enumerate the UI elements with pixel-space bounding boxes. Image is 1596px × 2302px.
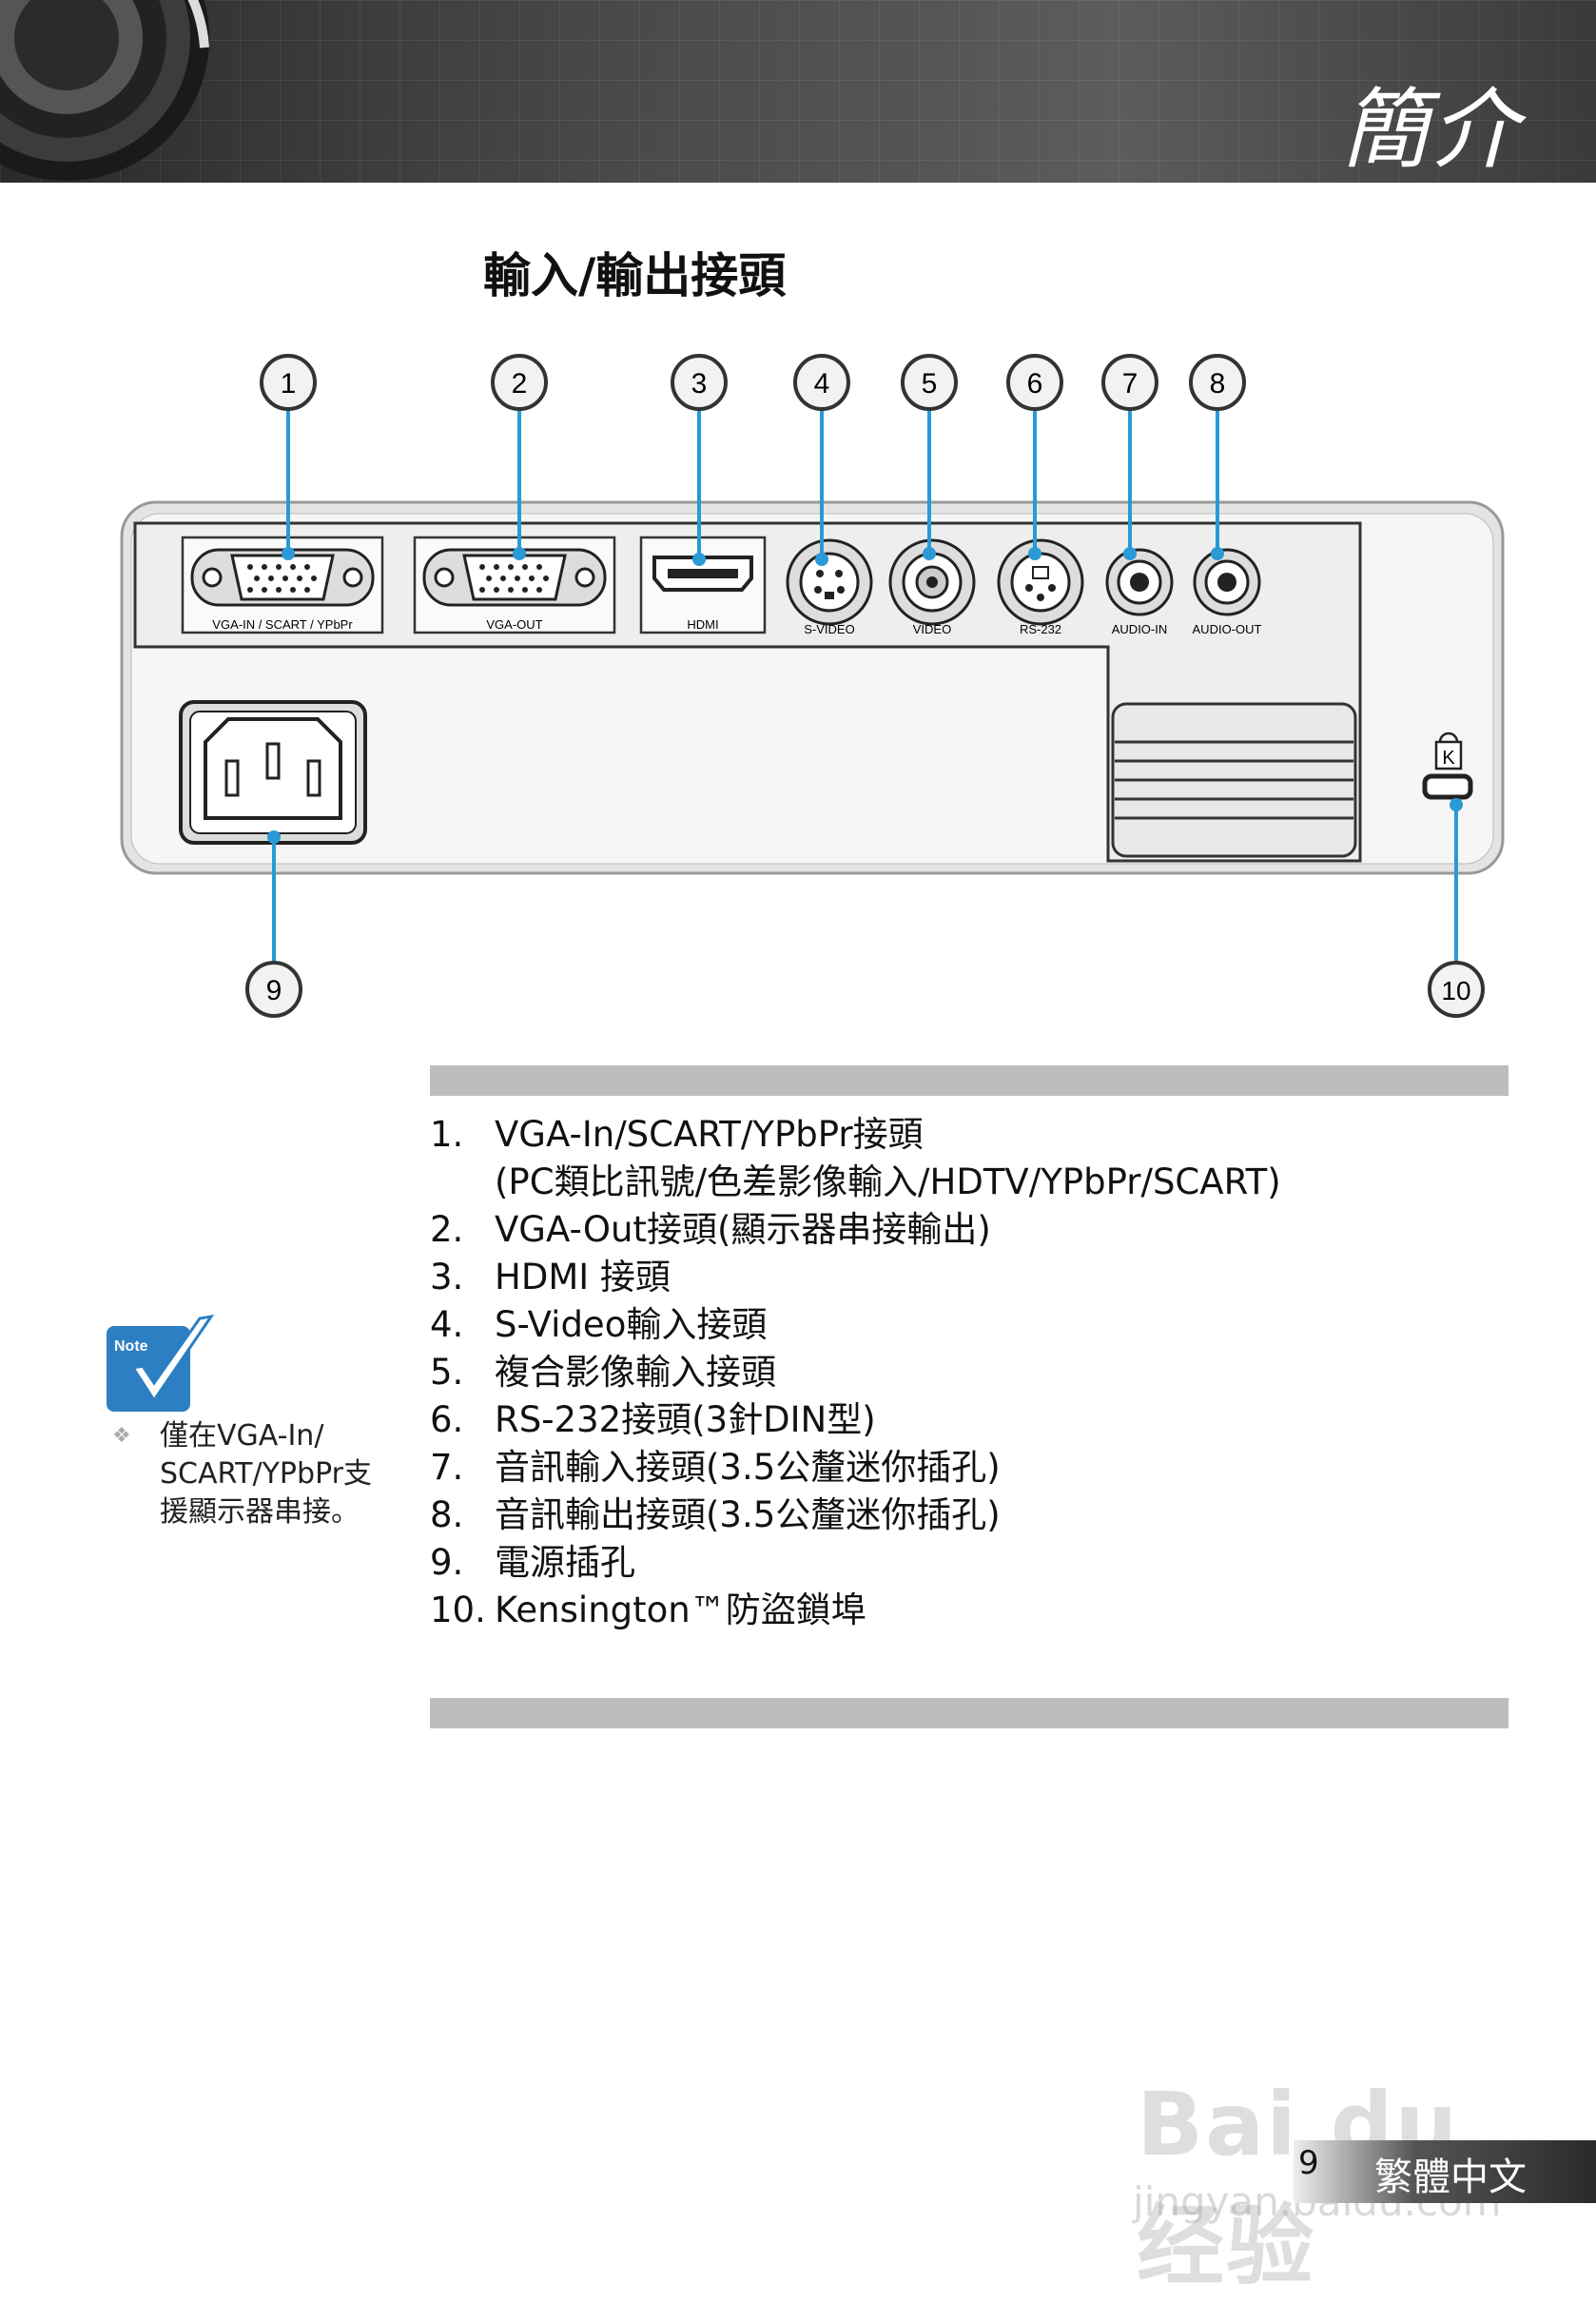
video-label: VIDEO xyxy=(913,622,951,636)
header-grid-pattern xyxy=(0,0,1596,183)
callout-10: 10 xyxy=(1428,961,1485,1018)
section-title: 簡介 xyxy=(1340,79,1520,181)
power-inlet xyxy=(179,700,367,845)
svg-text:5: 5 xyxy=(922,368,938,400)
vga-in-port xyxy=(190,548,375,607)
list-item: (PC類比訊號/色差影像輸入/HDTV/YPbPr/SCART) xyxy=(495,1161,1281,1202)
callout-8: 8 xyxy=(1189,354,1246,411)
list-item: 8.音訊輸出接頭(3.5公釐迷你插孔) xyxy=(430,1494,1001,1535)
audio-out-label: AUDIO-OUT xyxy=(1193,622,1262,636)
callout-4: 4 xyxy=(793,354,850,411)
callout-9: 9 xyxy=(245,961,302,1018)
list-item: 5.複合影像輸入接頭 xyxy=(430,1352,776,1393)
vga-in-label: VGA-IN / SCART / YPbPr xyxy=(212,617,353,632)
header-banner: 簡介 xyxy=(0,0,1596,183)
list-item: 1.VGA-In/SCART/YPbPr接頭 xyxy=(430,1114,924,1155)
note-body: 僅在VGA-In/ SCART/YPbPr支援顯示器串接。 xyxy=(160,1419,372,1529)
leader-lines xyxy=(272,405,1458,989)
callout-3: 3 xyxy=(671,354,728,411)
connector-list: 1.VGA-In/SCART/YPbPr接頭 (PC類比訊號/色差影像輸入/HD… xyxy=(430,1111,1514,1634)
lens-graphic xyxy=(0,0,209,181)
callout-markers: 1 2 3 4 5 6 7 8 xyxy=(245,354,1485,1018)
list-item: 7.音訊輸入接頭(3.5公釐迷你插孔) xyxy=(430,1447,1001,1488)
svideo-label: S-VIDEO xyxy=(804,622,854,636)
svg-text:3: 3 xyxy=(691,368,708,400)
svg-text:6: 6 xyxy=(1027,368,1043,400)
svg-text:4: 4 xyxy=(814,368,830,400)
vga-out-label: VGA-OUT xyxy=(486,617,542,632)
callout-2: 2 xyxy=(491,354,548,411)
kensington-lock-icon xyxy=(1422,732,1473,800)
list-item: 9.電源插孔 xyxy=(430,1542,635,1583)
svg-text:2: 2 xyxy=(512,368,528,400)
leader-dots xyxy=(267,547,1463,844)
page-heading: 輸入/輸出接頭 xyxy=(483,248,787,303)
vent-grille xyxy=(1115,740,1353,820)
svg-text:8: 8 xyxy=(1210,368,1226,400)
note-bullet-icon: ❖ xyxy=(112,1424,131,1448)
rs232-label: RS-232 xyxy=(1020,622,1061,636)
callout-7: 7 xyxy=(1101,354,1158,411)
svg-text:7: 7 xyxy=(1122,368,1139,400)
audio-in-label: AUDIO-IN xyxy=(1112,622,1168,636)
footer-language: 繁體中文 xyxy=(1374,2156,1527,2199)
vga-out-port xyxy=(422,548,607,607)
rs232-port xyxy=(997,538,1084,626)
audio-in-port xyxy=(1105,548,1174,616)
footer-bar xyxy=(1294,2140,1596,2203)
list-item: 2.VGA-Out接頭(顯示器串接輸出) xyxy=(430,1209,991,1250)
list-item: 6.RS-232接頭(3針DIN型) xyxy=(430,1399,876,1440)
svg-text:10: 10 xyxy=(1441,976,1470,1005)
list-item: 10.Kensington™防盜鎖埠 xyxy=(430,1590,866,1630)
svg-text:9: 9 xyxy=(266,975,282,1006)
list-item: 4.S-Video輸入接頭 xyxy=(430,1304,768,1345)
svg-text:1: 1 xyxy=(281,368,297,400)
hdmi-label: HDMI xyxy=(687,617,718,632)
callout-6: 6 xyxy=(1006,354,1063,411)
note-text: ❖ 僅在VGA-In/ SCART/YPbPr支援顯示器串接。 xyxy=(112,1417,398,1531)
kensington-lock-letter: K xyxy=(1442,748,1455,769)
svideo-port xyxy=(786,538,873,626)
divider-bar-top xyxy=(430,1065,1508,1096)
video-port xyxy=(888,538,976,626)
callout-1: 1 xyxy=(260,354,317,411)
note-checkmark-icon: Note xyxy=(107,1314,215,1412)
divider-bar-bottom xyxy=(430,1698,1508,1728)
hdmi-port xyxy=(652,556,753,592)
rear-panel-diagram: VGA-IN / SCART / YPbPr VGA-OUT HDMI S-VI… xyxy=(120,354,1505,1018)
list-item: 3.HDMI 接頭 xyxy=(430,1257,671,1297)
audio-out-port xyxy=(1193,548,1261,616)
callout-5: 5 xyxy=(901,354,958,411)
page-number: 9 xyxy=(1298,2144,1319,2182)
svg-text:Note: Note xyxy=(114,1338,148,1355)
